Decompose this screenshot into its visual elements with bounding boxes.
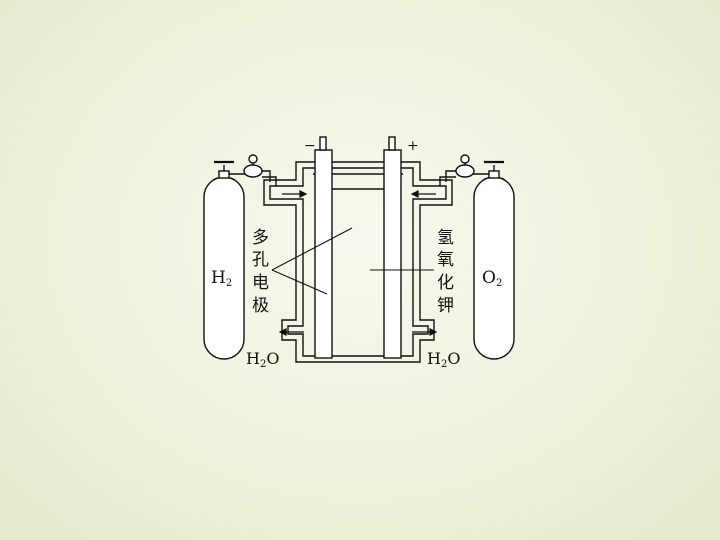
gas-pipes bbox=[262, 170, 456, 186]
porous-electrode-label: 多 孔 电 极 bbox=[252, 228, 269, 316]
hydrogen-cylinder bbox=[203, 160, 248, 360]
negative-terminal-label: − bbox=[304, 138, 316, 154]
positive-electrode bbox=[383, 136, 402, 359]
leader-lines bbox=[271, 227, 434, 295]
svg-text:氧: 氧 bbox=[437, 250, 454, 270]
svg-text:钾: 钾 bbox=[437, 296, 454, 316]
svg-text:孔: 孔 bbox=[252, 250, 269, 270]
oxygen-valve bbox=[455, 154, 475, 178]
electrolyte-label: 氢 氧 化 钾 bbox=[437, 228, 454, 316]
left-water-label: H2O bbox=[246, 349, 279, 370]
oxygen-cylinder bbox=[470, 160, 515, 360]
oxygen-label: O2 bbox=[482, 268, 502, 289]
negative-electrode bbox=[314, 136, 333, 359]
right-water-label: H2O bbox=[427, 349, 460, 370]
positive-terminal-label: + bbox=[407, 138, 419, 154]
svg-text:多: 多 bbox=[252, 228, 269, 248]
flow-arrows bbox=[278, 190, 438, 336]
svg-text:化: 化 bbox=[437, 273, 454, 293]
hydrogen-valve bbox=[243, 154, 263, 178]
svg-text:氢: 氢 bbox=[437, 228, 454, 248]
svg-text:极: 极 bbox=[252, 296, 269, 316]
svg-text:电: 电 bbox=[252, 273, 269, 293]
hydrogen-label: H2 bbox=[211, 268, 232, 289]
